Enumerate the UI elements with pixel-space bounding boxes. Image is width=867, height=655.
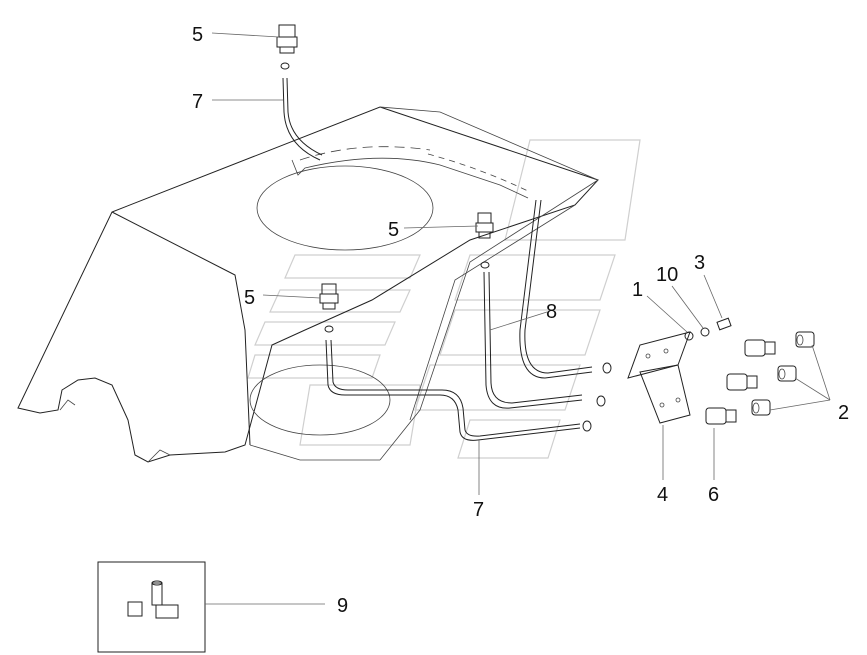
callout-7-top: 7 [192, 91, 203, 113]
callouts: 5 7 5 5 8 1 10 3 2 4 6 7 9 [192, 24, 849, 617]
nut-1 [795, 331, 815, 348]
fitting-mid [475, 212, 494, 269]
callout-1: 1 [632, 279, 643, 301]
nut-2 [777, 365, 797, 382]
callout-6: 6 [708, 484, 719, 506]
callout-5-left: 5 [244, 287, 255, 309]
callout-3: 3 [694, 252, 705, 274]
fasteners [684, 317, 732, 341]
union-3 [705, 407, 737, 425]
callout-2: 2 [838, 402, 849, 424]
callout-4: 4 [657, 484, 668, 506]
fittings [276, 24, 612, 432]
kit-box [97, 561, 206, 653]
callout-9: 9 [337, 595, 348, 617]
watermark [247, 139, 641, 459]
bracket [627, 331, 691, 424]
fitting-left [319, 283, 339, 333]
nut-3 [751, 399, 771, 416]
washers-small [582, 362, 612, 432]
union-2 [726, 373, 758, 391]
leader-lines [205, 32, 831, 605]
callout-5-top: 5 [192, 24, 203, 46]
union-1 [744, 339, 776, 357]
callout-8: 8 [546, 301, 557, 323]
callout-10: 10 [656, 264, 678, 286]
callout-7-bottom: 7 [473, 499, 484, 521]
unions [705, 331, 815, 425]
pipes [282, 77, 593, 441]
callout-5-mid: 5 [388, 219, 399, 241]
housing-cover [17, 106, 599, 463]
fitting-top [276, 24, 298, 70]
